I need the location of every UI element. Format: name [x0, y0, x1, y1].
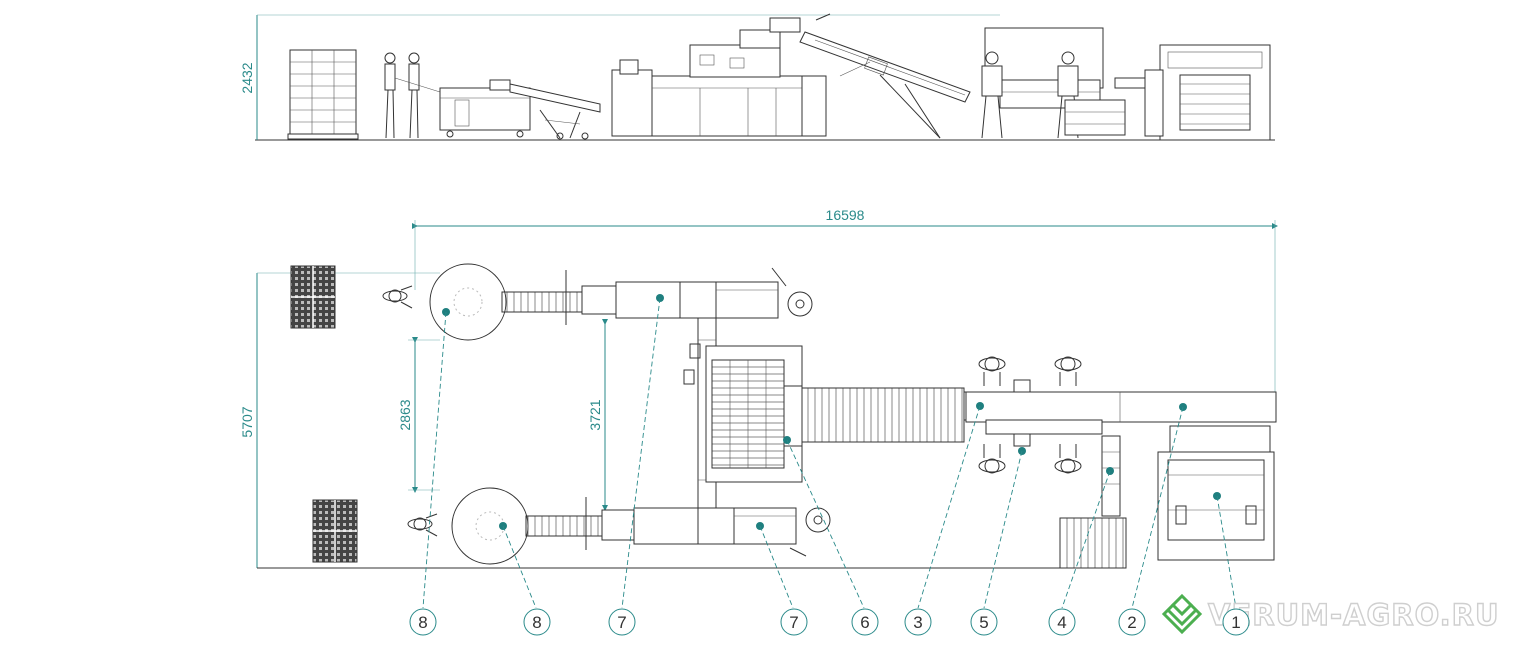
bin-tipper-plan [1157, 425, 1275, 561]
callout-bubble: 8 [409, 608, 437, 636]
operator-figures-left [384, 52, 441, 139]
callout-bubble: 4 [1048, 608, 1076, 636]
callout-bubble: 1 [1222, 608, 1250, 636]
callout-number: 6 [860, 613, 869, 632]
callout-number: 1 [1231, 613, 1240, 632]
callout-number: 8 [532, 613, 541, 632]
height-dimension-label: 2432 [239, 62, 255, 93]
watermark: VERUM-AGRO.RU [1161, 593, 1500, 635]
rotary-table-lower [451, 487, 529, 565]
crate-pallet-top-upper [290, 265, 336, 329]
diamond-chevron-logo [1161, 593, 1203, 635]
incline-conveyor-side [509, 83, 601, 140]
callout-leaders [422, 297, 1237, 609]
callout-bubble: 6 [851, 608, 879, 636]
waste-conveyor-plan [1059, 435, 1127, 569]
inspection-operators-plan [978, 356, 1082, 474]
crate-pallet-top-lower [312, 499, 358, 563]
watermark-text: VERUM-AGRO.RU [1208, 598, 1500, 632]
plan-view: 16598 5707 2863 3721 [239, 207, 1278, 609]
callout-number: 2 [1127, 613, 1136, 632]
callout-number: 7 [789, 613, 798, 632]
packing-line-lower [525, 497, 831, 557]
callout-bubble: 7 [780, 608, 808, 636]
callout-number: 8 [418, 613, 427, 632]
callout-bubble: 3 [904, 608, 932, 636]
callout-bubble: 5 [970, 608, 998, 636]
length-dimension-label: 16598 [826, 207, 865, 223]
operator-plan-upper [382, 285, 413, 309]
callout-bubble: 8 [523, 608, 551, 636]
callout-number: 3 [913, 613, 922, 632]
bin-tipper-side [1144, 44, 1271, 141]
callout-number: 4 [1057, 613, 1066, 632]
long-incline-conveyor-side [799, 31, 971, 139]
side-elevation-view: 2432 [239, 13, 1275, 141]
main-machine-side [611, 13, 831, 137]
callout-bubble: 2 [1118, 608, 1146, 636]
callout-number: 5 [979, 613, 988, 632]
packing-line-upper [501, 267, 813, 325]
operator-plan-lower [407, 513, 438, 537]
gap-b-dimension-label: 3721 [587, 399, 603, 430]
grader-machine-plan [683, 343, 803, 483]
gap-a-dimension-label: 2863 [397, 399, 413, 430]
width-dimension-label: 5707 [239, 406, 255, 437]
callout-number: 7 [617, 613, 626, 632]
weigher-machine-side [439, 79, 531, 138]
rotary-table-upper [429, 263, 507, 341]
callout-bubble: 7 [608, 608, 636, 636]
inspection-table-plan [965, 379, 1277, 447]
crate-stack-side [287, 49, 359, 140]
inspection-station-side [981, 27, 1146, 139]
